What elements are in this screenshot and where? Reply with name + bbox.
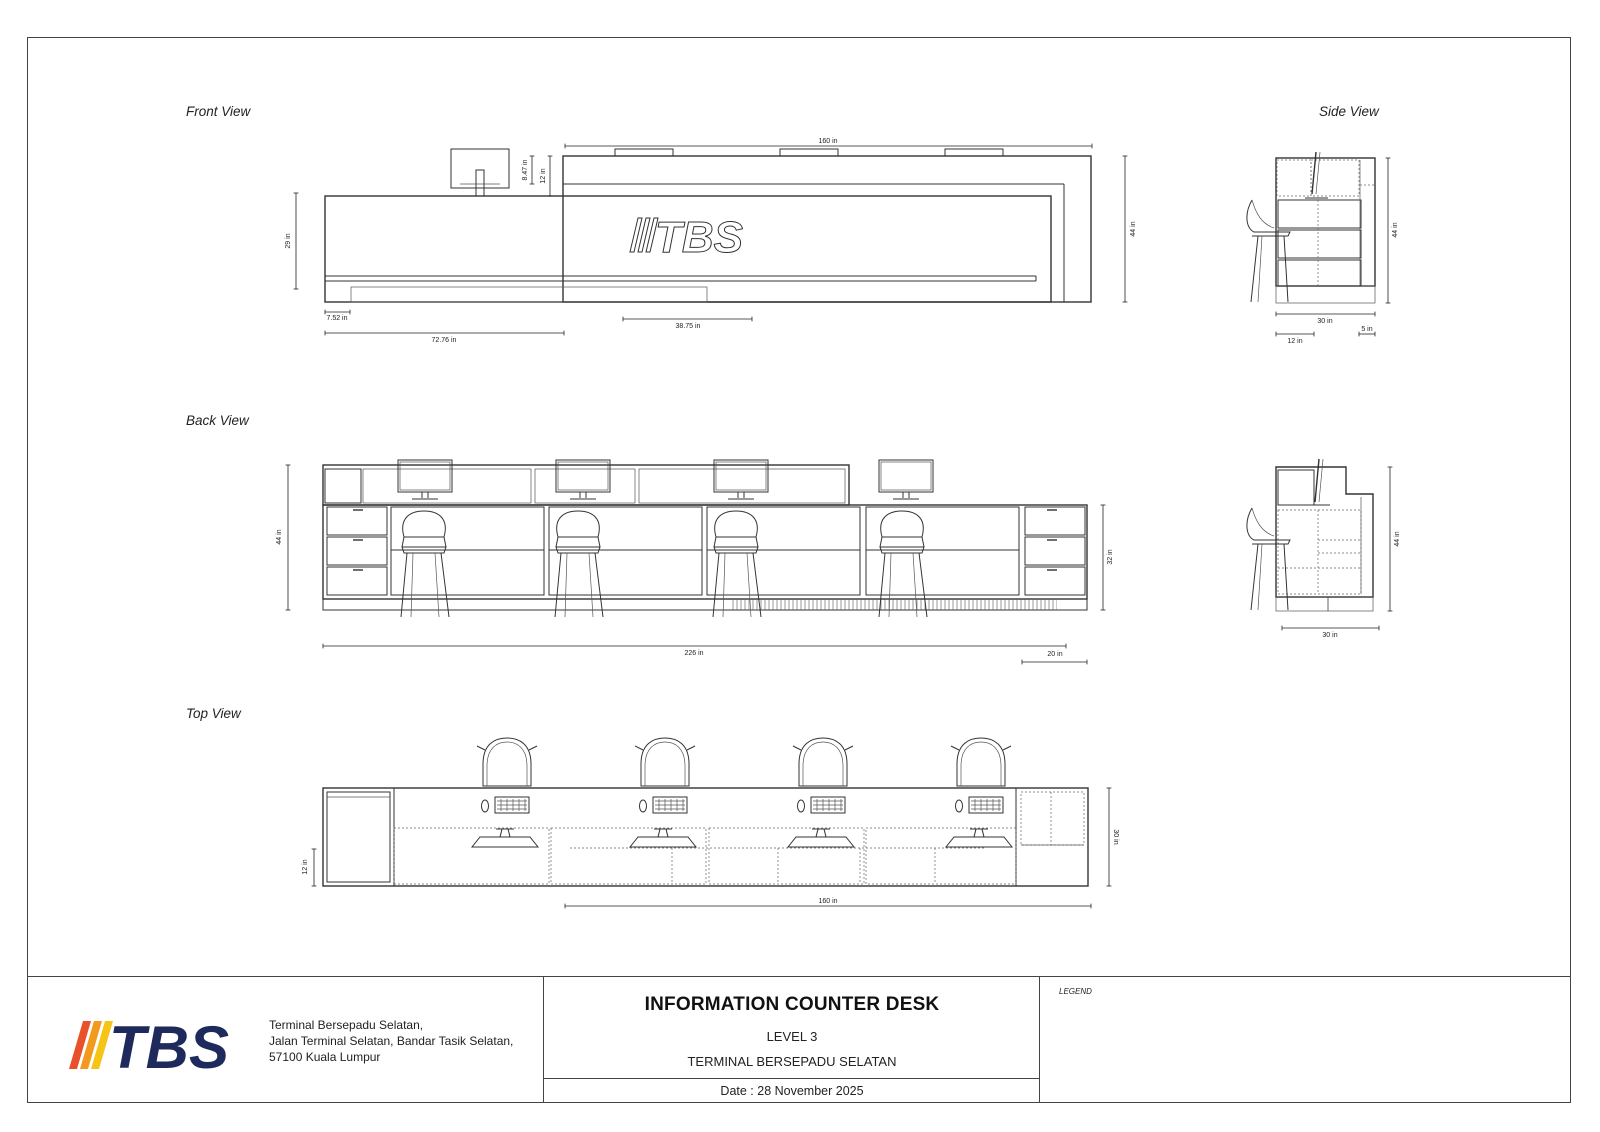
monitor-icon: [1305, 151, 1328, 199]
side-desk-drawing: [1246, 151, 1376, 304]
title-block-logo-cell: TBS Terminal Bersepadu Selatan, Jalan Te…: [27, 976, 544, 1103]
bar-stool-icon: [1246, 199, 1291, 303]
title-block: TBS Terminal Bersepadu Selatan, Jalan Te…: [27, 976, 1571, 1103]
back-view-title: Back View: [186, 413, 250, 428]
dim-label: 5 in: [1361, 326, 1372, 333]
top-desk-drawing: [322, 737, 1089, 887]
title-block-legend-cell: LEGEND: [1040, 976, 1571, 1103]
keyboard-icon: [968, 796, 1004, 814]
bar-stool-icon: [1246, 507, 1291, 611]
dim-label: 160 in: [818, 138, 837, 145]
bar-stool-icon: [950, 737, 1012, 787]
back-desk-drawing: [322, 459, 1088, 618]
dim-label: 44 in: [1392, 222, 1399, 237]
dim-label: 29 in: [285, 233, 292, 248]
tbs-logo-text: TBS: [109, 1017, 229, 1073]
title-block-title-cell: INFORMATION COUNTER DESK LEVEL 3 TERMINA…: [544, 976, 1040, 1103]
drawing-sheet-border: [27, 37, 1571, 1103]
monitor-icon: [397, 459, 453, 500]
drawing-title: INFORMATION COUNTER DESK: [644, 994, 940, 1015]
bar-stool-icon: [634, 737, 696, 787]
address-line: Jalan Terminal Selatan, Bandar Tasik Sel…: [269, 1034, 514, 1048]
front-dimensions: 160 in 8.47 in 12 in 29 in 44 in 7.52 in…: [285, 138, 1137, 344]
mouse-icon: [481, 799, 489, 813]
dim-label: 30 in: [1317, 318, 1332, 325]
date-label: Date : 28 November 2025: [544, 1078, 1040, 1105]
monitor-icon: [1308, 458, 1330, 506]
dim-label: 160 in: [818, 898, 837, 905]
dim-label: 226 in: [684, 650, 703, 657]
mouse-icon: [955, 799, 963, 813]
bar-stool-icon: [792, 737, 854, 787]
side-view-title: Side View: [1319, 104, 1380, 119]
location-label: TERMINAL BERSEPADU SELATAN: [687, 1054, 897, 1069]
dim-label: 44 in: [276, 529, 283, 544]
tbs-logo: TBS: [69, 1017, 229, 1073]
dim-label: 12 in: [1287, 338, 1302, 345]
monitor-icon: [713, 459, 769, 500]
dim-label: 20 in: [1047, 651, 1062, 658]
back-dimensions: 44 in 32 in 226 in 20 in: [276, 464, 1114, 665]
dim-label: 72.76 in: [432, 337, 457, 344]
dim-label: 12 in: [540, 168, 547, 183]
monitor-icon: [945, 828, 1013, 848]
mouse-icon: [639, 799, 647, 813]
front-view-title: Front View: [186, 104, 252, 119]
side-view: Side View: [1246, 104, 1399, 345]
top-view-title: Top View: [186, 706, 242, 721]
monitor-icon: [629, 828, 697, 848]
bar-stool-icon: [554, 510, 604, 618]
back-side-desk-drawing: [1246, 458, 1374, 612]
dim-label: 30 in: [1112, 829, 1119, 844]
monitor-icon: [787, 828, 855, 848]
dim-label: 32 in: [1107, 549, 1114, 564]
monitor-icon: [450, 148, 510, 197]
dim-label: 30 in: [1322, 632, 1337, 639]
legend-label: LEGEND: [1059, 987, 1092, 996]
dim-label: 7.52 in: [326, 315, 347, 322]
address: Terminal Bersepadu Selatan, Jalan Termin…: [269, 1017, 539, 1065]
back-view: Back View: [186, 413, 1114, 665]
dim-label: 12 in: [302, 859, 309, 874]
address-line: 57100 Kuala Lumpur: [269, 1050, 381, 1064]
front-desk-drawing: TBS: [324, 148, 1092, 303]
top-dimensions: 30 in 12 in 160 in: [302, 787, 1119, 909]
desk-logo: TBS: [629, 213, 744, 263]
dim-label: 8.47 in: [522, 159, 529, 180]
front-view: Front View: [186, 104, 1137, 344]
back-side-dimensions: 44 in 30 in: [1281, 466, 1401, 639]
monitor-icon: [555, 459, 611, 500]
keyboard-icon: [652, 796, 688, 814]
side-dimensions: 44 in 30 in 12 in 5 in: [1275, 157, 1399, 345]
address-line: Terminal Bersepadu Selatan,: [269, 1018, 424, 1032]
monitor-icon: [471, 828, 539, 848]
bar-stool-icon: [400, 510, 450, 618]
back-side-view: 44 in 30 in: [1246, 458, 1401, 639]
keyboard-icon: [810, 796, 846, 814]
dim-label: 44 in: [1394, 531, 1401, 546]
monitor-icon: [878, 459, 934, 500]
level-label: LEVEL 3: [766, 1029, 818, 1044]
top-view: Top View: [186, 706, 1119, 909]
bar-stool-icon: [476, 737, 538, 787]
dim-label: 38.75 in: [676, 323, 701, 330]
mouse-icon: [797, 799, 805, 813]
keyboard-icon: [494, 796, 530, 814]
desk-logo-text: TBS: [655, 213, 743, 262]
dim-label: 44 in: [1130, 221, 1137, 236]
